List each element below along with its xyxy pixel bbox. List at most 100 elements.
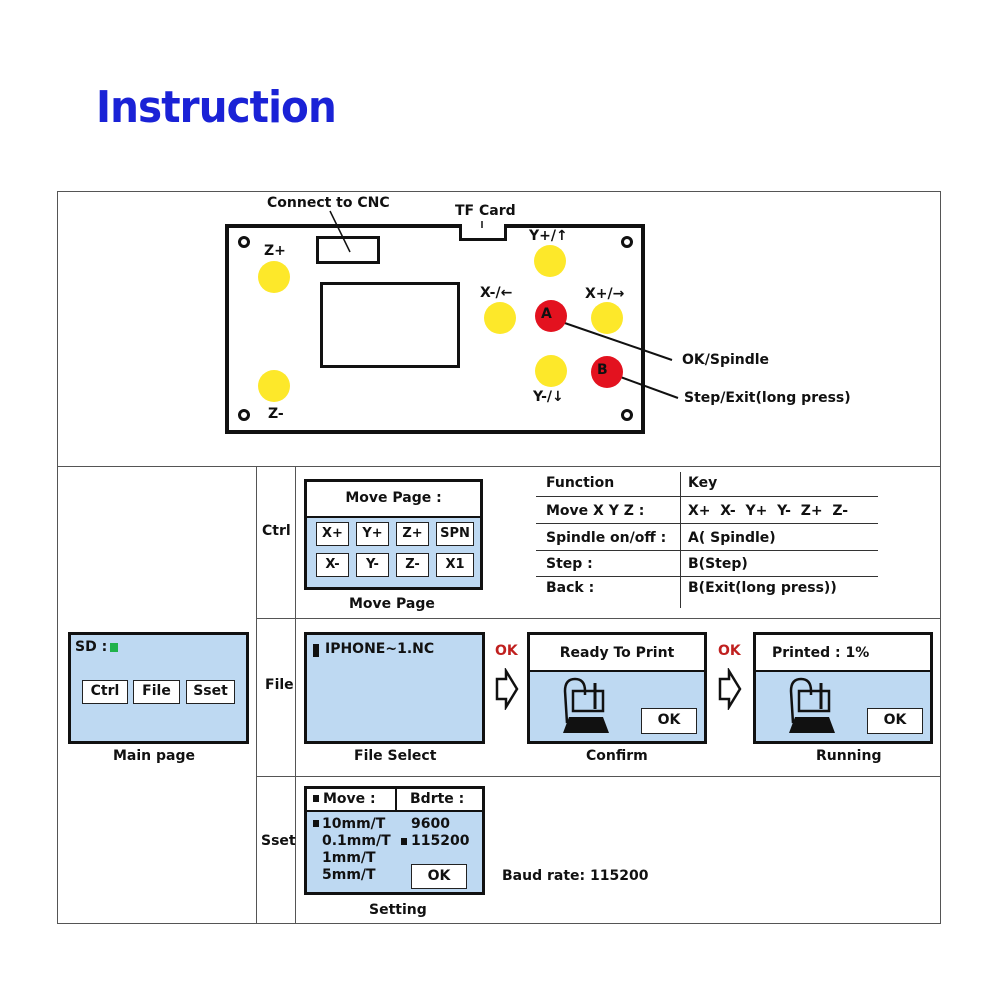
running-caption: Running bbox=[816, 748, 882, 764]
confirm-header: Ready To Print bbox=[530, 635, 704, 672]
move-option[interactable]: 1mm/T bbox=[322, 850, 376, 866]
row-label-file: File bbox=[265, 677, 294, 693]
key-z-minus[interactable]: Z- bbox=[396, 553, 429, 577]
connect-cnc-label: Connect to CNC bbox=[267, 195, 390, 211]
table-header-key: Key bbox=[688, 475, 718, 491]
move-label: Move : bbox=[323, 791, 376, 807]
x-minus-button[interactable] bbox=[484, 302, 516, 334]
x-plus-button[interactable] bbox=[591, 302, 623, 334]
a-button-label: A bbox=[541, 306, 552, 322]
b-button-label: B bbox=[597, 362, 608, 378]
setting-caption: Setting bbox=[369, 902, 427, 918]
setting-header bbox=[304, 786, 485, 812]
table-cell-function: Back : bbox=[546, 580, 595, 596]
divider bbox=[295, 466, 296, 924]
mount-hole bbox=[238, 236, 250, 248]
step-exit-label: Step/Exit(long press) bbox=[684, 390, 851, 406]
b-button[interactable] bbox=[591, 356, 623, 388]
z-plus-button[interactable] bbox=[258, 261, 290, 293]
key-spn[interactable]: SPN bbox=[436, 522, 474, 546]
divider bbox=[256, 776, 941, 777]
setting-header-divider bbox=[395, 786, 397, 812]
table-divider bbox=[680, 472, 681, 608]
ok-step-label: OK bbox=[495, 643, 518, 659]
confirm-caption: Confirm bbox=[586, 748, 648, 764]
baud-rate-note: Baud rate: 115200 bbox=[502, 868, 649, 884]
selection-marker bbox=[313, 644, 319, 657]
key-y-minus[interactable]: Y- bbox=[356, 553, 389, 577]
y-minus-label: Y-/↓ bbox=[533, 389, 564, 405]
x-minus-label: X-/← bbox=[480, 285, 513, 301]
row-label-sset: Sset bbox=[261, 833, 296, 849]
ctrl-button[interactable]: Ctrl bbox=[82, 680, 128, 704]
machine-icon bbox=[563, 677, 609, 733]
key-x-minus[interactable]: X- bbox=[316, 553, 349, 577]
lcd-window bbox=[320, 282, 460, 368]
mount-hole bbox=[621, 236, 633, 248]
ok-step-label: OK bbox=[718, 643, 741, 659]
main-page-caption: Main page bbox=[113, 748, 196, 764]
key-z-plus[interactable]: Z+ bbox=[396, 522, 429, 546]
key-y-plus[interactable]: Y+ bbox=[356, 522, 389, 546]
file-select-caption: File Select bbox=[354, 748, 437, 764]
table-cell-key: A( Spindle) bbox=[688, 530, 776, 546]
z-minus-label: Z- bbox=[268, 406, 284, 422]
page-title: Instruction bbox=[96, 82, 337, 133]
mount-hole bbox=[621, 409, 633, 421]
confirm-ok-button[interactable]: OK bbox=[641, 708, 697, 734]
divider bbox=[57, 466, 941, 467]
arrow-right-icon bbox=[718, 668, 742, 710]
machine-icon bbox=[789, 677, 835, 733]
key-x-plus[interactable]: X+ bbox=[316, 522, 349, 546]
table-cell-function: Move X Y Z : bbox=[546, 503, 645, 519]
baud-option[interactable]: 9600 bbox=[411, 816, 450, 832]
tf-card-label: TF Card bbox=[455, 203, 516, 219]
sset-button[interactable]: Sset bbox=[186, 680, 235, 704]
running-ok-button[interactable]: OK bbox=[867, 708, 923, 734]
table-cell-key: B(Step) bbox=[688, 556, 748, 572]
selection-marker bbox=[313, 795, 319, 802]
file-name[interactable]: IPHONE~1.NC bbox=[325, 641, 435, 657]
table-line bbox=[536, 496, 878, 497]
move-option[interactable]: 5mm/T bbox=[322, 867, 376, 883]
z-plus-label: Z+ bbox=[264, 243, 286, 259]
selection-marker bbox=[313, 820, 319, 827]
key-x1[interactable]: X1 bbox=[436, 553, 474, 577]
y-plus-label: Y+/↑ bbox=[529, 228, 568, 244]
x-plus-label: X+/→ bbox=[585, 286, 625, 302]
arrow-right-icon bbox=[495, 668, 519, 710]
cnc-connector bbox=[316, 236, 380, 264]
sd-status-indicator bbox=[110, 643, 118, 652]
move-option[interactable]: 0.1mm/T bbox=[322, 833, 391, 849]
move-page-header: Move Page : bbox=[307, 482, 480, 518]
table-cell-function: Spindle on/off : bbox=[546, 530, 667, 546]
running-header: Printed : 1% bbox=[756, 635, 930, 672]
selection-marker bbox=[401, 838, 407, 845]
file-button[interactable]: File bbox=[133, 680, 180, 704]
table-cell-function: Step : bbox=[546, 556, 593, 572]
mount-hole bbox=[238, 409, 250, 421]
y-plus-button[interactable] bbox=[534, 245, 566, 277]
divider bbox=[256, 618, 941, 619]
z-minus-button[interactable] bbox=[258, 370, 290, 402]
table-line bbox=[536, 550, 878, 551]
divider bbox=[256, 466, 257, 924]
move-page-caption: Move Page bbox=[349, 596, 435, 612]
table-header-function: Function bbox=[546, 475, 615, 491]
table-cell-key: X+ X- Y+ Y- Z+ Z- bbox=[688, 503, 849, 519]
sd-label: SD : bbox=[75, 639, 108, 655]
instruction-frame bbox=[57, 191, 941, 924]
file-select-screen bbox=[304, 632, 485, 744]
setting-ok-button[interactable]: OK bbox=[411, 864, 467, 889]
a-button[interactable] bbox=[535, 300, 567, 332]
y-minus-button[interactable] bbox=[535, 355, 567, 387]
table-cell-key: B(Exit(long press)) bbox=[688, 580, 837, 596]
row-label-ctrl: Ctrl bbox=[262, 523, 291, 539]
baud-option[interactable]: 115200 bbox=[411, 833, 470, 849]
ok-spindle-label: OK/Spindle bbox=[682, 352, 770, 368]
move-option[interactable]: 10mm/T bbox=[322, 816, 386, 832]
table-line bbox=[536, 523, 878, 524]
running-screen: Printed : 1% bbox=[753, 632, 933, 744]
bdrte-label: Bdrte : bbox=[410, 791, 465, 807]
